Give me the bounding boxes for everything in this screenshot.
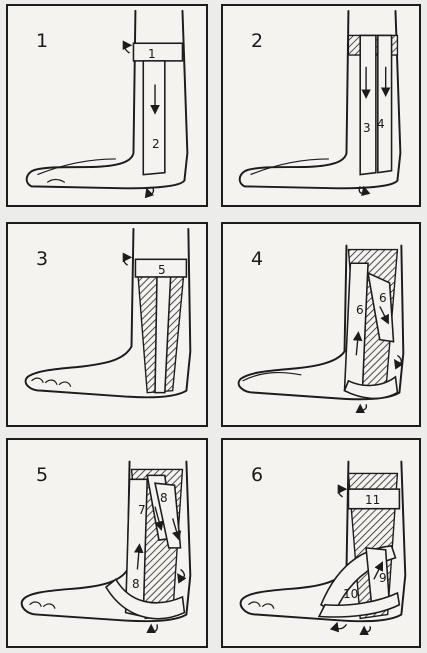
strip-label: 8 xyxy=(132,578,140,590)
step-number: 5 xyxy=(36,464,48,486)
step-panel-4: 4 6 6 xyxy=(221,222,421,427)
step-panel-3: 3 5 xyxy=(6,222,208,427)
strip-label: 3 xyxy=(363,122,371,134)
step-panel-1: 1 1 2 xyxy=(6,4,208,207)
strip-label: 6 xyxy=(356,304,364,316)
step-panel-5: 5 7 8 8 xyxy=(6,438,208,648)
step-panel-2: 2 3 4 xyxy=(221,4,421,207)
strip-label: 5 xyxy=(158,264,166,276)
strip-label: 7 xyxy=(138,504,146,516)
step-number: 4 xyxy=(251,248,263,270)
step-number: 3 xyxy=(36,248,48,270)
strip-label: 9 xyxy=(379,572,387,584)
strip-label: 1 xyxy=(148,48,156,60)
step-number: 1 xyxy=(36,30,48,52)
strip-label: 2 xyxy=(152,138,160,150)
step-panel-6: 6 11 10 9 xyxy=(221,438,421,648)
strip-label: 10 xyxy=(343,588,358,600)
strip-label: 4 xyxy=(377,118,385,130)
step-number: 2 xyxy=(251,30,263,52)
strip-label: 6 xyxy=(379,292,387,304)
strip-label: 8 xyxy=(160,492,168,504)
step-number: 6 xyxy=(251,464,263,486)
strip-label: 11 xyxy=(365,494,380,506)
